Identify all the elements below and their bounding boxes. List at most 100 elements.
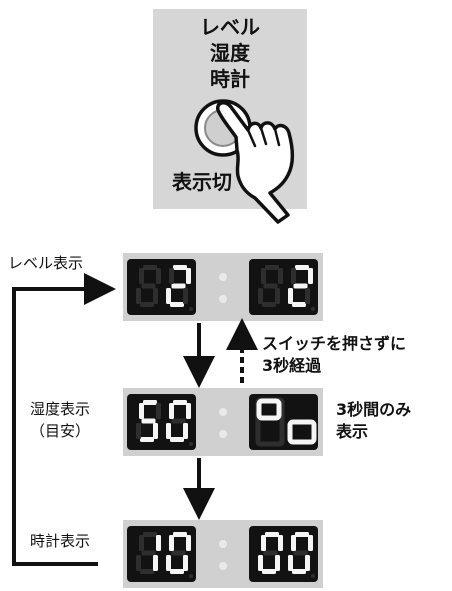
panel-label-humidity: 湿度 [210, 41, 250, 65]
segment-d [292, 302, 306, 307]
colon-dot-top [219, 408, 227, 416]
colon-dot-bottom [219, 430, 227, 438]
display-clock-right-screen [249, 526, 318, 582]
display-clock-left-screen [127, 526, 196, 582]
colon-dot-top [219, 273, 227, 281]
segment-d [262, 302, 276, 307]
row-label-humidity: 湿度表示 [30, 400, 91, 418]
segment-c [275, 555, 280, 571]
segment-d [170, 437, 184, 442]
segment-e [258, 288, 263, 304]
segment-b [278, 535, 283, 551]
segment-a [143, 400, 157, 405]
decimal-point [189, 307, 193, 311]
segment-b [156, 535, 161, 551]
segment-f [139, 268, 144, 284]
segment-g [141, 418, 156, 424]
display-level-left-screen [127, 259, 196, 315]
segment-b [186, 535, 191, 551]
segment-b [278, 268, 283, 284]
segment-d [140, 302, 154, 307]
display-clock [123, 520, 323, 588]
display-level [123, 253, 323, 321]
segment-f [261, 268, 266, 284]
segment-a [143, 532, 157, 537]
segment-e [136, 555, 141, 571]
panel-label-level: レベル [200, 15, 260, 39]
segment-e [136, 423, 141, 439]
segment-d [262, 569, 276, 574]
segment-a [295, 532, 309, 537]
humidity-note-line1: 3秒間のみ [336, 400, 412, 419]
segment-g [263, 283, 278, 289]
segment-f [139, 535, 144, 551]
row-label-humidity-sub: （目安） [30, 422, 91, 440]
colon-dot-top [219, 540, 227, 548]
display-humidity-right-screen [249, 394, 318, 450]
percent-lower-loop [287, 419, 317, 445]
panel-switch-label: 表示切 [172, 170, 232, 194]
segment-b [308, 268, 313, 284]
segment-f [169, 535, 174, 551]
row-label-clock: 時計表示 [30, 532, 91, 550]
humidity-note-line2: 表示 [336, 422, 369, 441]
humidity-left-digits [136, 400, 193, 446]
humidity-right-digits [255, 397, 317, 447]
clock-right-digits [258, 532, 315, 578]
segment-b [186, 403, 191, 419]
segment-e [166, 423, 171, 439]
percent-upper-loop [256, 398, 282, 421]
segment-d [170, 569, 184, 574]
segment-a [143, 265, 157, 270]
level-right-digits [258, 265, 315, 311]
segment-a [173, 265, 187, 270]
display-humidity-left-screen [127, 394, 196, 450]
row-label-level: レベル表示 [8, 254, 84, 272]
return-note-line2: 3秒経過 [262, 356, 322, 375]
segment-c [305, 288, 310, 304]
segment-a [173, 400, 187, 405]
display-switch-panel: レベル 湿度 時計 表示切 [153, 9, 307, 209]
segment-a [295, 265, 309, 270]
segment-d [140, 569, 154, 574]
segment-g [171, 550, 186, 556]
segment-f [169, 268, 174, 284]
segment-b [156, 403, 161, 419]
hand-icon [216, 101, 294, 224]
pressing-hand-illustration [194, 99, 294, 224]
segment-b [186, 268, 191, 284]
segment-f [261, 535, 266, 551]
segment-c [153, 288, 158, 304]
segment-e [136, 288, 141, 304]
decimal-point [189, 442, 193, 446]
segment-g [171, 418, 186, 424]
display-level-right-screen [249, 259, 318, 315]
decimal-point [189, 574, 193, 578]
segment-g [171, 283, 186, 289]
segment-g [141, 550, 156, 556]
segment-d [292, 569, 306, 574]
clock-left-digits [136, 532, 193, 578]
segment-a [265, 265, 279, 270]
segment-g [263, 550, 278, 556]
level-left-digits [136, 265, 193, 311]
segment-g [293, 283, 308, 289]
panel-label-clock: 時計 [210, 67, 250, 91]
segment-g [141, 283, 156, 289]
segment-c [183, 288, 188, 304]
segment-b [156, 268, 161, 284]
colon-dot-bottom [219, 295, 227, 303]
segment-b [308, 535, 313, 551]
segment-e [258, 555, 263, 571]
segment-d [140, 437, 154, 442]
return-note-line1: スイッチを押さずに [262, 334, 407, 353]
segment-c [183, 423, 188, 439]
colon-dot-bottom [219, 562, 227, 570]
segment-e [166, 288, 171, 304]
segment-f [169, 403, 174, 419]
decimal-point [311, 307, 315, 311]
segment-f [291, 535, 296, 551]
segment-f [139, 403, 144, 419]
segment-c [305, 555, 310, 571]
